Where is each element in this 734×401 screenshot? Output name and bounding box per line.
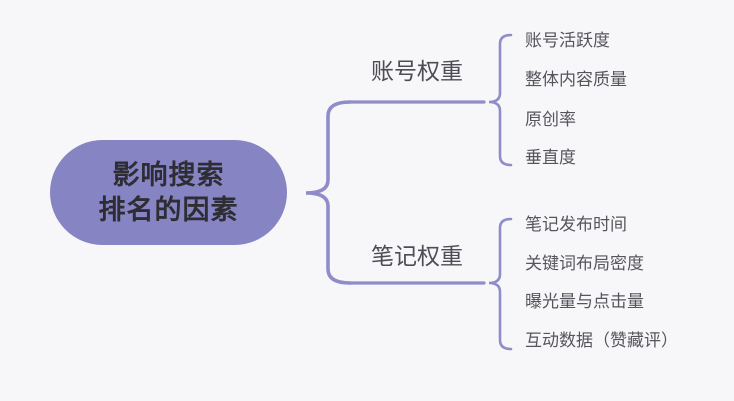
- branch-2-brace-connector: [488, 217, 513, 351]
- root-topic-line1: 影响搜索: [112, 159, 225, 190]
- subtopic-originality-rate[interactable]: 原创率: [525, 110, 576, 129]
- subtopic-exposure-clicks[interactable]: 曝光量与点击量: [525, 292, 644, 311]
- root-brace-connector: [305, 100, 352, 285]
- subtopic-publish-time[interactable]: 笔记发布时间: [525, 215, 627, 234]
- root-topic-line2: 排名的因素: [98, 194, 239, 225]
- root-topic-node[interactable]: 影响搜索 排名的因素: [50, 140, 287, 245]
- branch-topic-note-weight[interactable]: 笔记权重: [371, 243, 463, 269]
- subtopic-interaction-data[interactable]: 互动数据（赞藏评）: [525, 331, 678, 350]
- branch-1-brace-connector: [488, 33, 513, 167]
- subtopic-account-activity[interactable]: 账号活跃度: [525, 31, 610, 50]
- subtopic-verticality[interactable]: 垂直度: [525, 148, 576, 167]
- subtopic-keyword-density[interactable]: 关键词布局密度: [525, 254, 644, 273]
- subtopic-content-quality[interactable]: 整体内容质量: [525, 70, 627, 89]
- branch-topic-account-weight[interactable]: 账号权重: [371, 58, 463, 84]
